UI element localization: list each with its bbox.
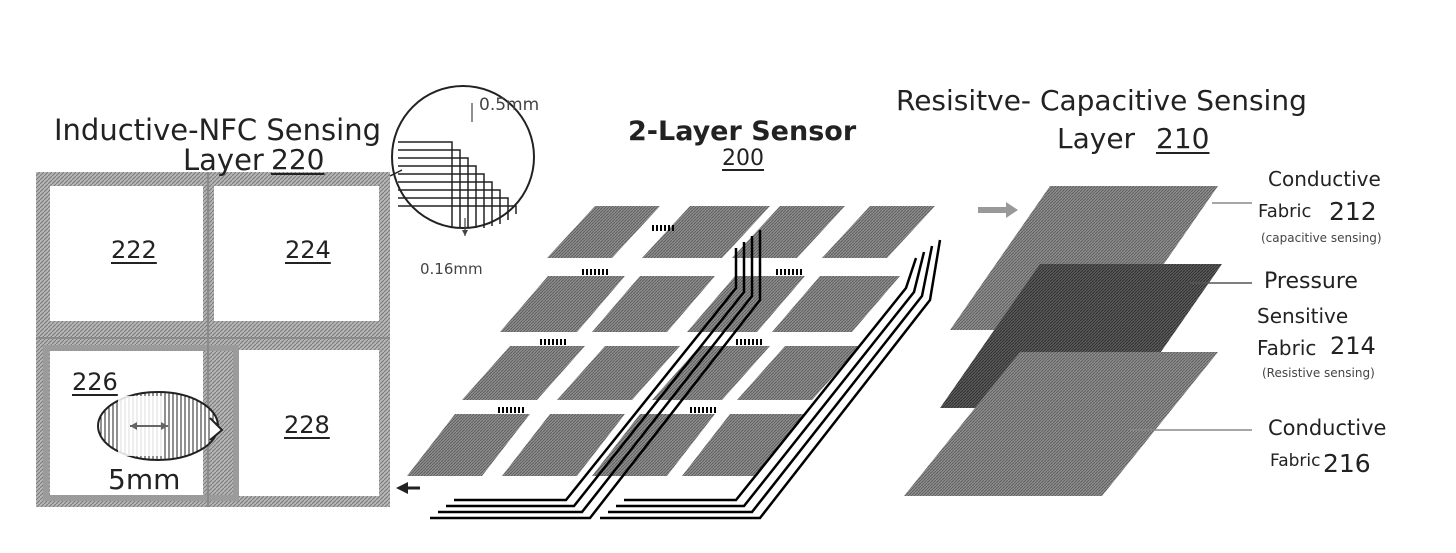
cell-224-box bbox=[214, 186, 379, 321]
layer-212-name1: Conductive bbox=[1268, 167, 1381, 191]
nfc-title-line1: Inductive-NFC Sensing bbox=[54, 113, 381, 147]
sensor-title: 2-Layer Sensor bbox=[628, 116, 857, 147]
cell-224-label: 224 bbox=[285, 236, 331, 264]
fabric-layers bbox=[904, 186, 1252, 496]
cell-228-label: 228 bbox=[284, 411, 330, 439]
layer-214-name2: Sensitive bbox=[1257, 304, 1349, 328]
arrow-left-icon bbox=[396, 482, 408, 494]
layer-212-shape bbox=[950, 186, 1218, 330]
layer-214-ref: 214 bbox=[1330, 332, 1376, 360]
layer-216-name1: Conductive bbox=[1268, 416, 1387, 440]
cell-226-label: 226 bbox=[72, 368, 118, 396]
coil-zoom-circle bbox=[389, 85, 535, 236]
nfc-title-ref: 220 bbox=[271, 143, 325, 176]
layer-216-ref: 216 bbox=[1323, 449, 1371, 478]
coil-windings bbox=[430, 230, 942, 520]
layer-214-note: (Resistive sensing) bbox=[1262, 366, 1375, 380]
spacing-zoom bbox=[97, 391, 224, 461]
layer-212-name2: Fabric bbox=[1258, 201, 1312, 222]
zoom-top-label: 0.5mm bbox=[479, 95, 540, 115]
layer-212-note: (capacitive sensing) bbox=[1261, 231, 1382, 245]
cell-222-label: 222 bbox=[111, 236, 157, 264]
rc-title-line1: Resisitve- Capacitive Sensing bbox=[896, 84, 1307, 117]
rc-title-ref: 210 bbox=[1156, 122, 1210, 155]
cell-226-highlight bbox=[43, 345, 239, 501]
layer-216-name2: Fabric bbox=[1270, 451, 1321, 471]
zoom-bottom-label: 0.16mm bbox=[420, 260, 483, 278]
cell-222-box bbox=[50, 186, 203, 321]
spacing-label: 5mm bbox=[108, 463, 181, 496]
nfc-grid bbox=[36, 172, 390, 507]
rc-title-line2: Layer bbox=[1057, 122, 1136, 155]
layer-214-name3: Fabric bbox=[1257, 336, 1317, 360]
nfc-title-line2: Layer bbox=[183, 143, 264, 177]
cell-228-box bbox=[238, 350, 379, 496]
arrow-right-icon bbox=[1006, 202, 1018, 218]
two-layer-sensor bbox=[396, 202, 1018, 520]
layer-212-ref: 212 bbox=[1329, 197, 1377, 226]
sensor-ref: 200 bbox=[722, 146, 764, 171]
layer-214-name1: Pressure bbox=[1264, 269, 1358, 294]
layer-216-shape bbox=[904, 352, 1218, 496]
